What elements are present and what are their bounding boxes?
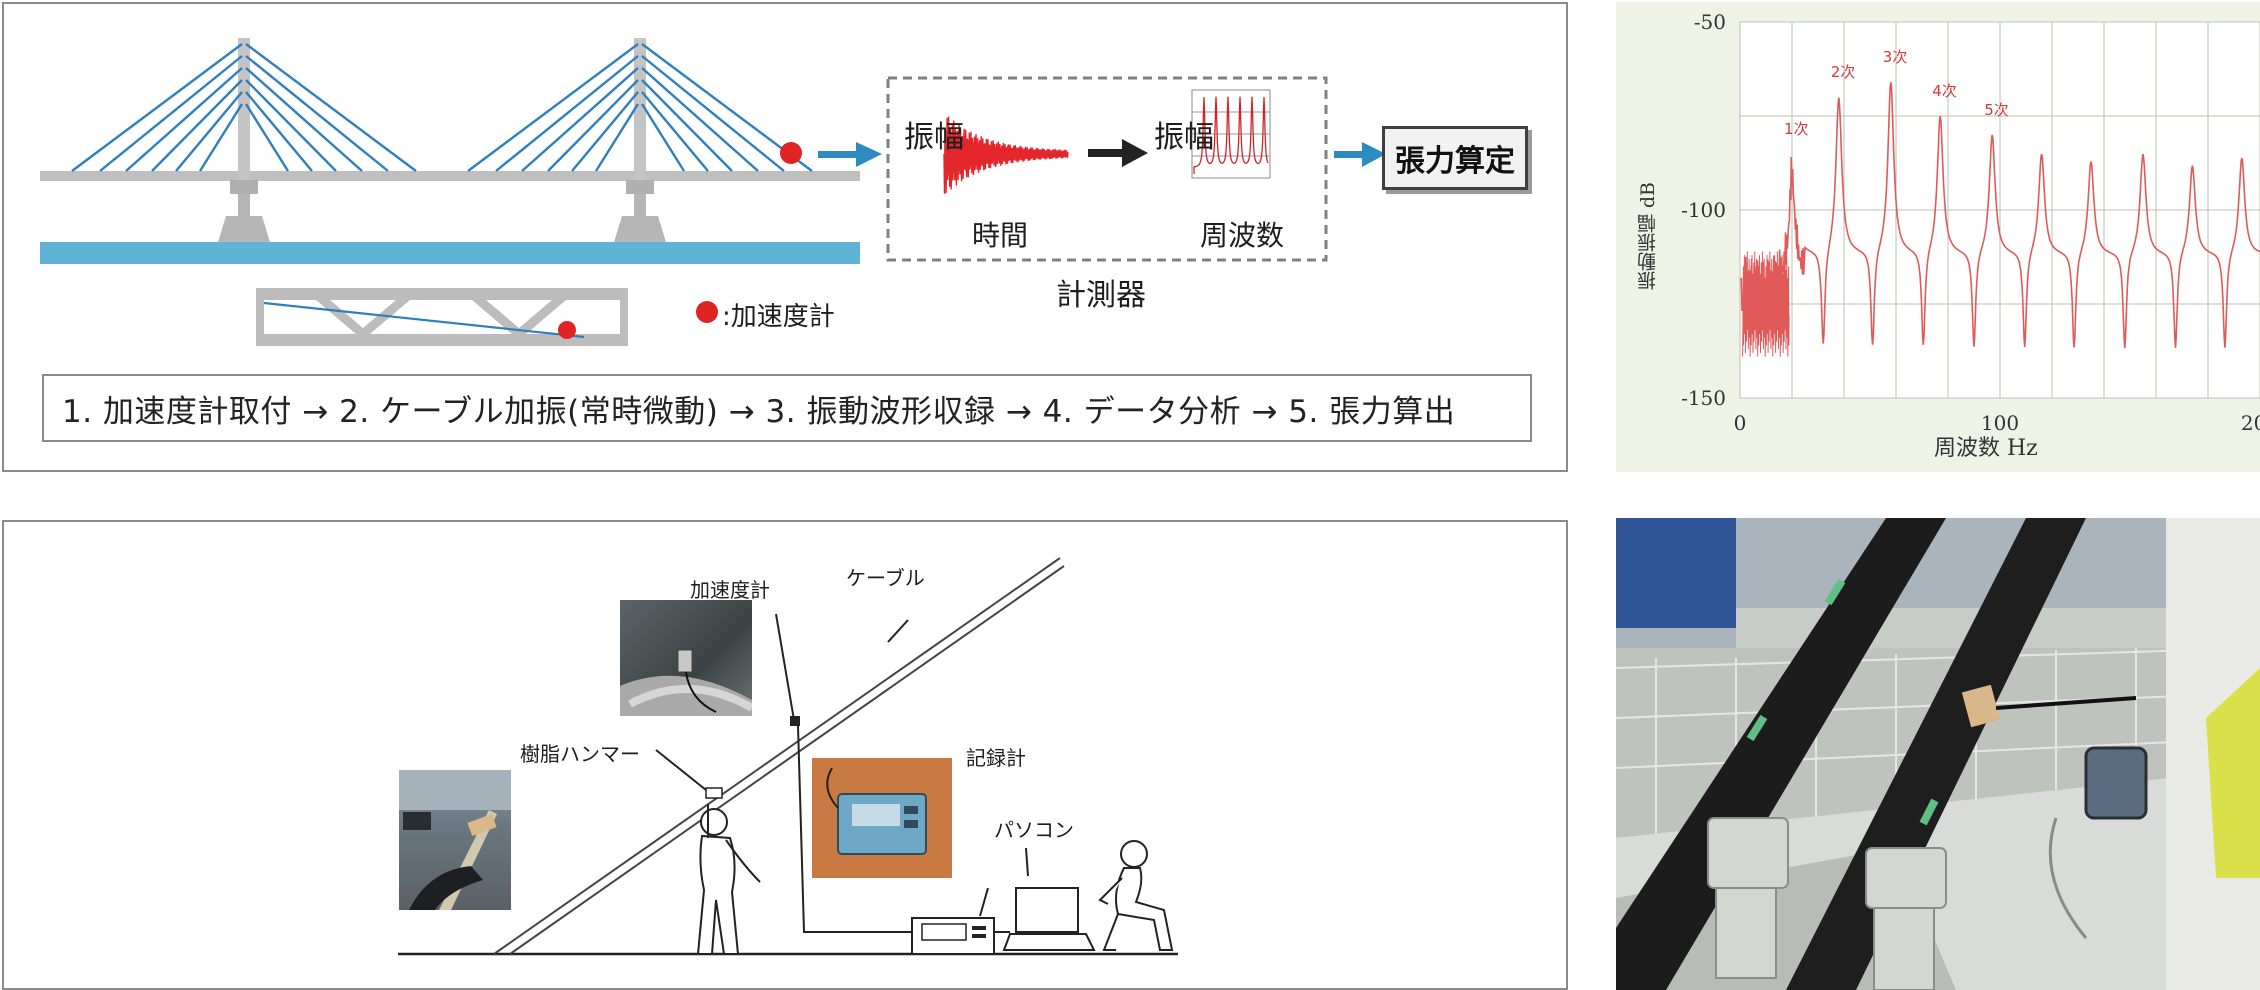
x-axis-label: 周波数 Hz [1934,436,2038,461]
procedure-steps: 1. 加速度計取付 → 2. ケーブル加振(常時微動) → 3. 振動波形収録 … [42,374,1532,442]
bridge-flow-diagram [40,38,1386,346]
legend-label: :加速度計 [722,302,835,332]
flow-arrow-1 [818,142,882,167]
pc-label: パソコン [994,818,1074,842]
peak-label-3: 3次 [1882,48,1908,67]
measurement-setup-panel: ケーブル 加速度計 樹脂ハンマー 記録計 パソコン [2,520,1568,990]
recorder-device [911,917,995,955]
y-tick-label: -50 [1694,10,1726,34]
stay-cables-right [467,43,813,172]
recorder-label: 記録計 [966,746,1026,770]
hammer-label: 樹脂ハンマー [520,742,640,766]
x-tick-label: 0 [1734,411,1747,435]
legend-marker-icon [696,301,718,323]
y-tick-label: -100 [1681,198,1726,222]
field-photo [1616,518,2260,990]
bridge-lower-deck [40,242,860,264]
y-tick-label: -150 [1681,386,1726,410]
accelerometer-label: 加速度計 [690,578,770,602]
spectrum-chart: -50 -100 -150 0 100 200 [1681,10,2260,435]
x-tick-label: 200 [2241,411,2260,435]
peak-label-4: 4次 [1932,82,1957,100]
hammer-head [705,787,723,799]
flow-arrow-3 [1334,142,1386,167]
measuring-device-label: 計測器 [1056,278,1146,313]
time-waveform [943,116,1069,194]
freq-amplitude-label: 振幅 [1154,120,1214,155]
spectrum-series [1740,82,2260,349]
accelerometer-marker [780,142,802,164]
x-tick-label: 100 [1981,411,2019,435]
frequency-label: 周波数 [1200,219,1285,252]
measurement-flow-panel: 振幅 振幅 時間 周波数 計測器 :加速度計 張力算定 1. 加速度計取付 → … [2,2,1568,472]
laptop-device [1002,887,1096,951]
truss-section [256,288,628,346]
tension-calculation-box: 張力算定 [1382,126,1528,190]
cable-pointer [887,619,909,643]
y-axis-label: 振動振幅 dB [1637,182,1659,291]
peak-label-2: 2次 [1830,63,1856,82]
flow-arrow-2 [1088,139,1148,167]
operator-figure [696,804,761,955]
recorder-pointer [979,887,989,917]
accelerometer-pointer [775,613,795,721]
peak-label-1: 1次 [1784,119,1809,138]
peak-label-5: 5次 [1984,100,2009,119]
accelerometer-sensor [790,716,800,726]
hammer-photo [399,770,511,910]
low-frequency-noise [1742,251,1790,357]
recorder-photo [812,758,952,878]
accelerometer-photo [620,600,752,716]
setup-diagram [398,557,1178,956]
frequency-thumbnail [1191,89,1271,179]
meter-box [886,76,1328,262]
crouching-figure [1098,840,1174,951]
tower-left [218,38,270,242]
pc-pointer [1025,847,1029,877]
stay-cables-left [71,43,417,172]
tower-right [614,38,666,242]
cable-label: ケーブル [846,566,925,590]
time-amplitude-label: 振幅 [904,120,964,155]
time-label: 時間 [972,219,1029,252]
cable-diagonal [493,557,1065,955]
spectrum-chart-panel: -50 -100 -150 0 100 200 振動振幅 dB 周波数 Hz 1次 2次 3次… [1616,2,2260,472]
bridge-girder [40,171,860,181]
